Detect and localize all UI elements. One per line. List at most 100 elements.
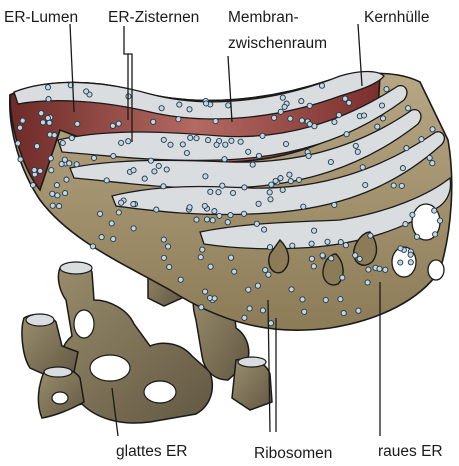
ribosome-dot (384, 87, 389, 92)
ribosome-dot (90, 244, 95, 249)
ribosome-dot (17, 125, 22, 130)
ribosome-dot (419, 137, 424, 142)
label-ribosomen: Ribosomen (254, 445, 332, 462)
label-raues-er: raues ER (378, 443, 443, 460)
ribosome-dot (230, 190, 235, 195)
ribosome-dot (280, 95, 285, 100)
ribosome-dot (338, 240, 343, 245)
ribosome-dot (62, 157, 67, 162)
ribosome-dot (75, 121, 80, 126)
label-membran-line2: zwischenraum (228, 35, 327, 52)
ribosome-dot (256, 201, 261, 206)
ribosome-dot (306, 153, 311, 158)
ribosome-dot (225, 220, 230, 225)
ribosome-dot (238, 139, 243, 144)
ribosome-dot (353, 253, 358, 258)
ribosome-dot (287, 172, 292, 177)
ribosome-dot (20, 118, 25, 123)
ribosome-dot (34, 144, 39, 149)
ribosome-dot (307, 103, 312, 108)
ribosome-dot (46, 97, 51, 102)
ribosome-dot (302, 309, 307, 314)
ribosome-dot (290, 243, 295, 248)
label-kernhuelle: Kernhülle (364, 9, 430, 26)
ribosome-dot (154, 207, 159, 212)
ribosome-dot (391, 183, 396, 188)
ribosome-dot (180, 142, 185, 147)
ribosome-dot (50, 203, 55, 208)
ribosome-dot (202, 203, 207, 208)
ribosome-dot (214, 142, 219, 147)
ribosome-dot (74, 162, 79, 167)
ribosome-dot (272, 115, 277, 120)
ribosome-dot (254, 221, 259, 226)
ribosome-dot (156, 163, 161, 168)
ribosome-dot (126, 139, 131, 144)
ribosome-dot (226, 103, 231, 108)
ribosome-dot (184, 150, 189, 155)
ribosome-dot (148, 158, 153, 163)
ribosome-dot (289, 287, 294, 292)
label-membran-line1: Membran- (228, 9, 299, 26)
ribosome-dot (296, 177, 301, 182)
ribosome-dot (299, 99, 304, 104)
ribosome-dot (262, 227, 267, 232)
ribosome-dot (223, 142, 228, 147)
ribosome-dot (269, 182, 274, 187)
ribosome-dot (109, 221, 114, 226)
ribosome-dot (69, 135, 74, 140)
ribosome-dot (84, 89, 89, 94)
ribosome-dot (250, 162, 255, 167)
ribosome-dot (198, 255, 203, 260)
ribosome-dot (99, 235, 104, 240)
ribosome-dot (260, 133, 265, 138)
ribosome-dot (379, 103, 384, 108)
ribosome-dot (204, 101, 209, 106)
ribosome-dot (433, 232, 438, 237)
ribosome-dot (15, 141, 20, 146)
ribosome-dot (247, 306, 252, 311)
ribosome-dot (50, 191, 55, 196)
label-er-lumen: ER-Lumen (4, 9, 78, 26)
ribosome-dot (229, 138, 234, 143)
ribosome-dot (176, 117, 181, 122)
ribosome-dot (414, 234, 419, 239)
ribosome-dot (116, 121, 121, 126)
ribosome-dot (116, 210, 121, 215)
ribosome-dot (32, 167, 37, 172)
ribosome-dot (300, 297, 305, 302)
ribosome-dot (203, 289, 208, 294)
ribosome-dot (91, 155, 96, 160)
ribosome-dot (288, 179, 293, 184)
ribosome-dot (282, 104, 287, 109)
ribosome-dot (319, 83, 324, 88)
ribosome-dot (430, 127, 435, 132)
ribosome-dot (131, 202, 136, 207)
ribosome-dot (430, 161, 435, 166)
ribosome-dot (119, 200, 124, 205)
ribosome-dot (399, 183, 404, 188)
ribosome-dot (60, 140, 65, 145)
ribosome-dot (312, 228, 317, 233)
ribosome-dot (312, 124, 317, 129)
ribosome-dot (404, 146, 409, 151)
ribosome-dot (187, 107, 192, 112)
ribosome-dot (256, 153, 261, 158)
ribosome-dot (366, 267, 371, 272)
ribosome-dot (199, 305, 204, 310)
ribosome-dot (166, 244, 171, 249)
label-er-zisternen: ER-Zisternen (108, 9, 199, 26)
ribosome-dot (408, 260, 413, 265)
ribosome-dot (363, 182, 368, 187)
ribosome-dot (268, 321, 273, 326)
ribosome-dot (278, 176, 283, 181)
ribosome-dot (377, 266, 382, 271)
ribosome-dot (54, 183, 59, 188)
ribosome-dot (267, 245, 272, 250)
ribosome-dot (432, 208, 437, 213)
ribosome-dot (299, 118, 304, 123)
ribosome-dot (341, 311, 346, 316)
ribosome-dot (161, 237, 166, 242)
ribosome-dot (340, 275, 345, 280)
ribosome-dot (168, 142, 173, 147)
